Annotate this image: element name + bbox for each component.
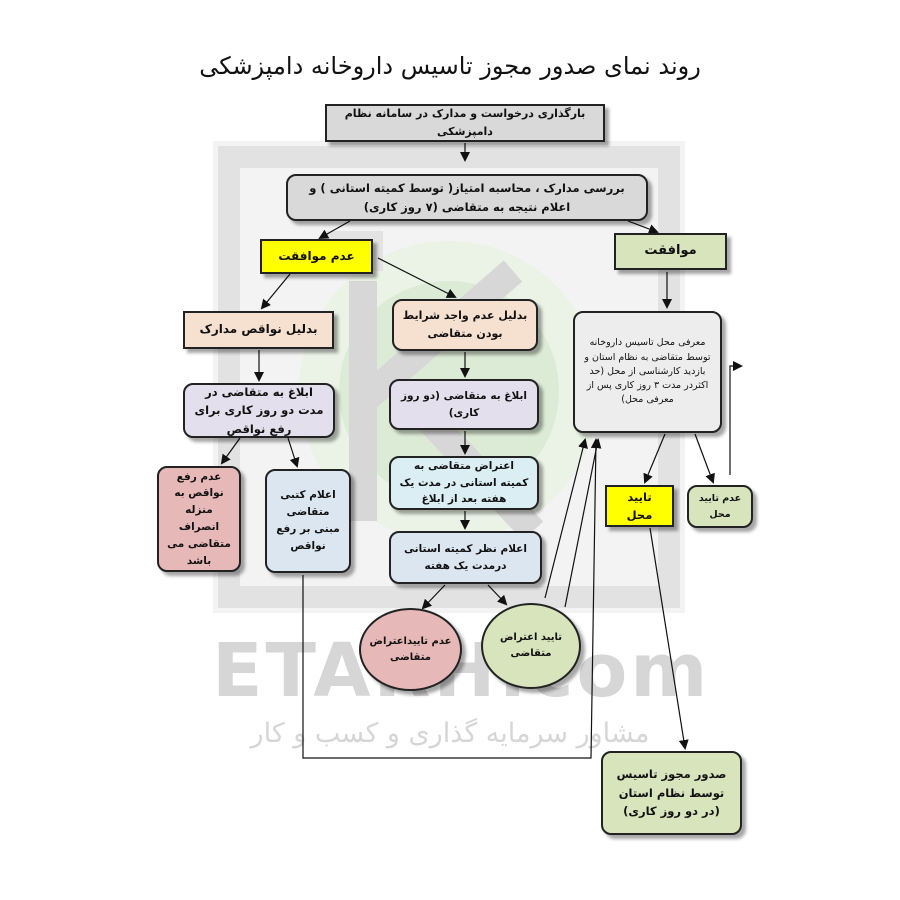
objection-approved-circle: تایید اعتراض متقاضی — [481, 603, 581, 689]
objection-rejected-circle: عدم تاییداعتراض متقاضی — [359, 608, 462, 691]
missing-documents-box: بدلیل نواقص مدارک — [183, 311, 334, 349]
site-not-approved-text: عدم تایید محل — [698, 493, 742, 520]
review-documents-box: بررسی مدارک ، محاسبه امتیاز( توسط کمیته … — [286, 174, 648, 221]
not-qualified-box: بدلیل عدم واجد شرایط بودن متقاضی — [392, 299, 538, 351]
license-issued-text: صدور مجوز تاسیس توسط نظام استان (در دو ر… — [616, 767, 727, 819]
notify-applicant-text: ابلاغ به متقاضی (دو روز کاری) — [400, 389, 527, 419]
no-fix-withdrawal-text: عدم رفع نواقص به منزله انصراف متقاضی می … — [167, 470, 231, 567]
rejection-text: عدم موافقت — [278, 248, 355, 263]
written-fix-text: اعلام کتبی متقاضی مبنی بر رفع نواقص — [276, 489, 340, 552]
objection-approved-text: تایید اعتراض متقاضی — [499, 632, 563, 659]
notify-fix-deficiencies-text: ابلاغ به متقاضی در مدت دو روز کاری برای … — [194, 384, 324, 436]
not-qualified-text: بدلیل عدم واجد شرایط بودن متقاضی — [402, 309, 528, 340]
page-title: روند نمای صدور مجوز تاسیس داروخانه دامپز… — [199, 52, 701, 80]
notify-fix-deficiencies-box: ابلاغ به متقاضی در مدت دو روز کاری برای … — [183, 383, 335, 438]
no-fix-withdrawal-box: عدم رفع نواقص به منزله انصراف متقاضی می … — [157, 466, 241, 572]
site-approved-box: تایید محل — [605, 485, 674, 527]
license-issued-box: صدور مجوز تاسیس توسط نظام استان (در دو ر… — [601, 751, 742, 835]
review-documents-text: بررسی مدارک ، محاسبه امتیاز( توسط کمیته … — [309, 181, 625, 214]
approval-box: موافقت — [614, 233, 727, 270]
missing-documents-text: بدلیل نواقص مدارک — [199, 322, 318, 337]
upload-request-text: بارگذاری درخواست و مدارک در سامانه نظام … — [344, 107, 586, 138]
objection-rejected-text: عدم تاییداعتراض متقاضی — [369, 635, 452, 663]
notify-applicant-box: ابلاغ به متقاضی (دو روز کاری) — [389, 379, 539, 430]
committee-opinion-text: اعلام نظر کمیته استانی درمدت یک هفته — [404, 542, 527, 572]
written-fix-box: اعلام کتبی متقاضی مبنی بر رفع نواقص — [265, 469, 351, 573]
approval-text: موافقت — [644, 243, 697, 259]
site-not-approved-box: عدم تایید محل — [687, 485, 753, 528]
rejection-box: عدم موافقت — [260, 239, 373, 274]
upload-request-box: بارگذاری درخواست و مدارک در سامانه نظام … — [325, 104, 605, 142]
committee-opinion-box: اعلام نظر کمیته استانی درمدت یک هفته — [389, 531, 542, 584]
site-approved-text: تایید محل — [626, 489, 653, 522]
objection-box: اعتراض متقاضی به کمیته استانی در مدت یک … — [389, 456, 539, 510]
objection-text: اعتراض متقاضی به کمیته استانی در مدت یک … — [399, 459, 529, 506]
introduce-site-box: معرفی محل تاسیس داروخانه توسط متقاضی به … — [573, 311, 722, 433]
introduce-site-text: معرفی محل تاسیس داروخانه توسط متقاضی به … — [584, 337, 711, 406]
